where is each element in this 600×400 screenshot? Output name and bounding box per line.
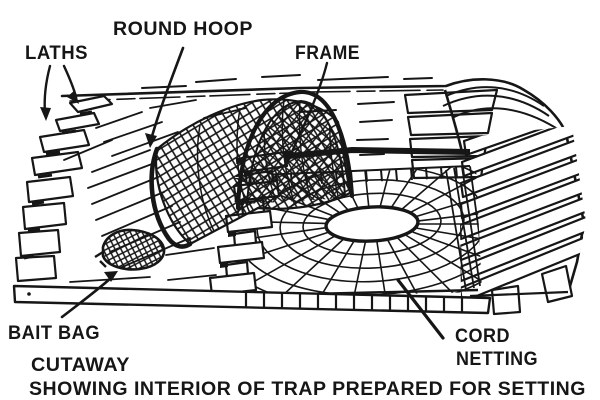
hoop-arch-inner (246, 99, 346, 207)
label-round-hoop: ROUND HOOP (113, 19, 253, 40)
arrowhead (285, 150, 294, 162)
leader-laths-left (43, 64, 52, 115)
lath-board (54, 111, 101, 133)
dome-lath-curves (442, 86, 557, 153)
leader-arrowheads (40, 90, 294, 282)
label-bait-bag: BAIT BAG (8, 323, 100, 344)
bait-bag (94, 228, 166, 271)
lath-board (14, 254, 58, 283)
bait-bag-net (101, 228, 166, 271)
leader-lines (43, 46, 445, 340)
right-end-diagonal-laths (459, 126, 586, 301)
label-laths: LATHS (25, 43, 88, 64)
top-edge-inner-line (69, 89, 444, 102)
right-end-feet (469, 264, 574, 316)
lath-end-block (208, 271, 258, 297)
arrowhead (40, 107, 51, 121)
runner-cleats (244, 292, 464, 313)
entrance-funnel (149, 89, 355, 249)
trap-top-back-edge (60, 78, 568, 135)
leader-cord-netting (396, 278, 445, 340)
web-right-hatch (445, 166, 482, 291)
hoop-arch-outer (235, 89, 355, 211)
right-end (442, 86, 586, 316)
caption-line1: CUTAWAY (31, 355, 130, 376)
leader-frame (288, 61, 329, 158)
arrowhead (104, 271, 118, 282)
leader-round-hoop (149, 46, 185, 142)
web-entrance-hole (324, 205, 420, 243)
caption-line2: SHOWING INTERIOR OF TRAP PREPARED FOR SE… (29, 379, 586, 400)
label-cord: CORD (455, 326, 510, 347)
label-frame: FRAME (295, 43, 360, 64)
lath-board (68, 94, 114, 114)
top-sketch-streaks (141, 74, 433, 89)
arrowhead (145, 133, 157, 148)
round-hoop-mouth-rim (149, 146, 193, 249)
runner-nail (27, 292, 31, 296)
lath-gap-shadows (23, 110, 93, 260)
lath-board (17, 228, 62, 258)
diagonal-lath (459, 173, 586, 241)
arrowhead (67, 90, 79, 104)
lath-board (21, 201, 68, 231)
lath-board (25, 175, 75, 204)
left-end-laths (14, 94, 114, 283)
bottom-runner (12, 284, 492, 315)
slat (406, 111, 494, 137)
labels: LATHS ROUND HOOP FRAME BAIT BAG CORD NET… (8, 19, 586, 400)
lath-end-block (216, 240, 266, 265)
bait-bag-tie (94, 250, 107, 268)
label-netting: NETTING (456, 349, 538, 370)
leader-bait-bag (60, 275, 114, 319)
dome-front-separation (443, 89, 464, 153)
diagonal-lath (459, 135, 586, 199)
